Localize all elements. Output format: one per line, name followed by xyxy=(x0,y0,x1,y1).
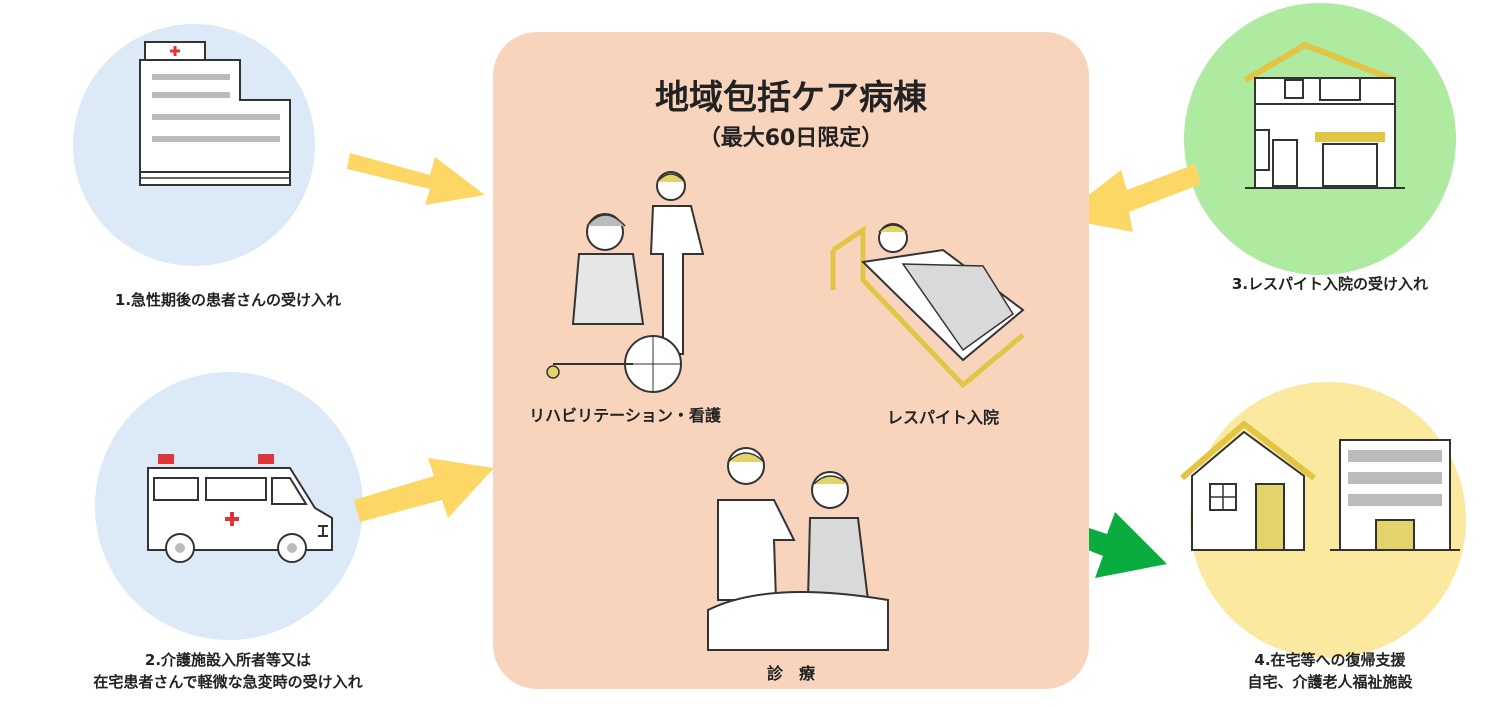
consultation-illustration xyxy=(707,447,889,651)
caption-emergency: 2.介護施設入所者等又は 在宅患者さんで軽微な急変時の受け入れ xyxy=(28,649,428,693)
panel-subtitle: （最大60日限定） xyxy=(698,126,884,151)
arrow-acute-to-ward xyxy=(347,153,485,205)
caption-respite-text: 3.レスパイト入院の受け入れ xyxy=(1231,275,1429,293)
caption-acute-text: 1.急性期後の患者さんの受け入れ xyxy=(114,291,342,309)
caption-respite: 3.レスパイト入院の受け入れ xyxy=(1180,273,1480,295)
caption-emergency-line1: 2.介護施設入所者等又は xyxy=(144,651,312,669)
caption-acute-care: 1.急性期後の患者さんの受け入れ xyxy=(48,289,408,311)
wheelchair-nurse-illustration xyxy=(546,171,705,393)
community-care-ward-panel: 地域包括ケア病棟 （最大60日限定） リハビリテーション・看護 レスパイト入院 … xyxy=(493,32,1089,689)
caption-emergency-line2: 在宅患者さんで軽微な急変時の受け入れ xyxy=(93,673,363,691)
caption-return-line2: 自宅、介護老人福祉施設 xyxy=(1247,673,1413,691)
label-rehab-nursing: リハビリテーション・看護 xyxy=(529,406,721,425)
caption-return-home: 4.在宅等への復帰支援 自宅、介護老人福祉施設 xyxy=(1180,649,1480,693)
panel-title: 地域包括ケア病棟 xyxy=(655,78,927,118)
hospital-icon xyxy=(139,41,291,186)
respite-bed-illustration xyxy=(830,223,1025,389)
label-respite: レスパイト入院 xyxy=(886,408,999,427)
home-facility-icon xyxy=(1180,420,1460,551)
caption-return-line1: 4.在宅等への復帰支援 xyxy=(1254,651,1406,669)
ambulance-icon xyxy=(147,454,333,563)
label-consultation: 診 療 xyxy=(766,664,815,683)
house-icon xyxy=(1243,41,1405,189)
arrow-emergency-to-ward xyxy=(354,458,494,522)
arrow-respite-to-ward xyxy=(1059,164,1201,232)
